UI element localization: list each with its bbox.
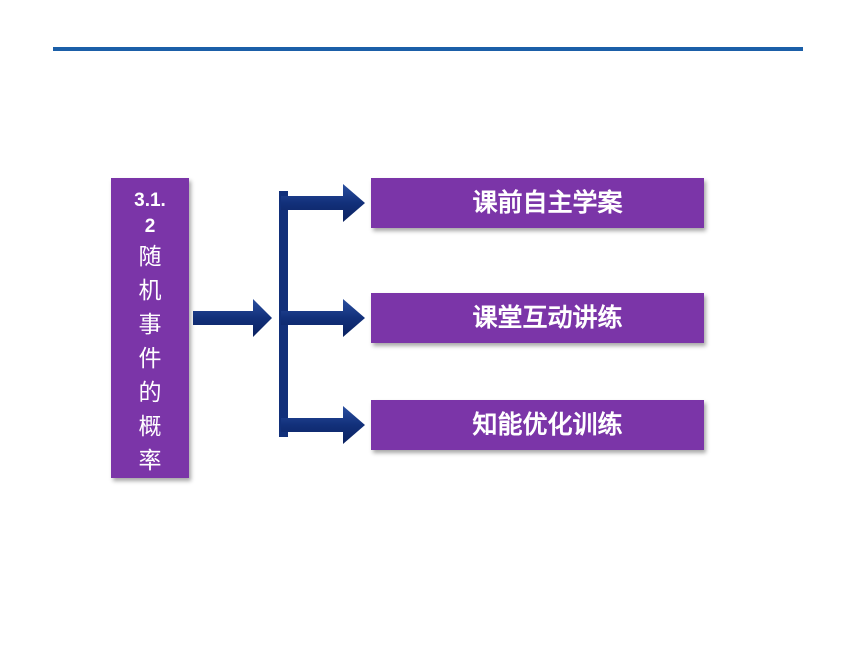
main-arrow [193, 299, 272, 337]
branch-arrow-2 [281, 299, 365, 337]
title-char: 的 [138, 380, 162, 406]
title-char: 机 [138, 278, 162, 304]
branch-arrow-3 [281, 406, 365, 444]
menu-item-practice[interactable]: 知能优化训练 [371, 400, 704, 450]
section-number-line: 2 [144, 216, 156, 237]
title-char: 率 [138, 448, 162, 474]
menu-item-label: 知能优化训练 [472, 410, 623, 439]
section-title-box: 3.1. 2 随 机 事 件 的 概 率 [111, 178, 189, 478]
section-title-text: 3.1. 2 随 机 事 件 的 概 率 [111, 178, 189, 478]
section-number-line: 3.1. [134, 190, 166, 211]
title-char: 随 [138, 244, 162, 270]
menu-item-label: 课堂互动讲练 [472, 303, 623, 332]
title-char: 事 [138, 312, 162, 338]
top-divider [53, 47, 803, 51]
menu-item-pre-class[interactable]: 课前自主学案 [371, 178, 704, 228]
title-char: 件 [138, 346, 162, 372]
menu-item-label: 课前自主学案 [472, 188, 623, 217]
title-char: 概 [138, 414, 162, 440]
menu-item-in-class[interactable]: 课堂互动讲练 [371, 293, 704, 343]
branch-arrow-1 [281, 184, 365, 222]
